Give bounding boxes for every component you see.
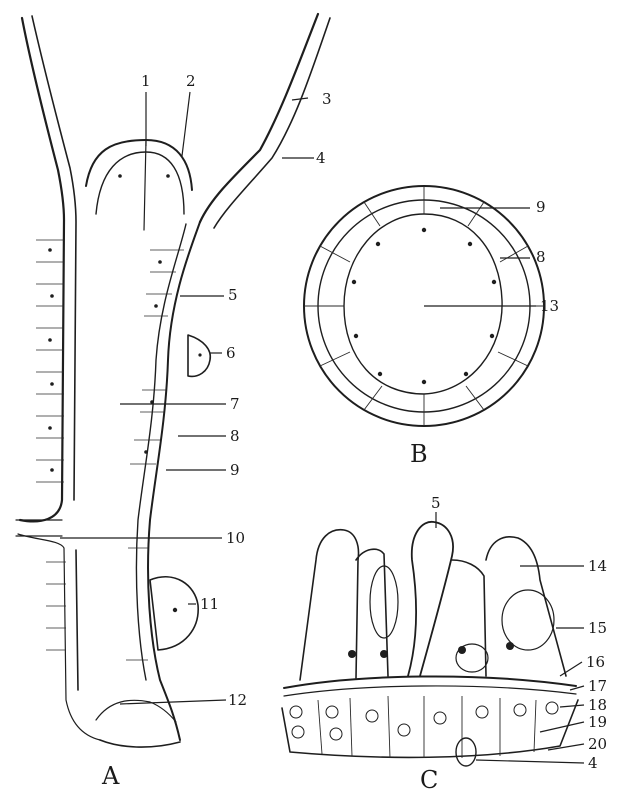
label-b-13: 13	[540, 297, 559, 315]
label-c-5: 5	[431, 494, 441, 512]
label-a-7: 7	[230, 395, 240, 413]
label-c-19: 19	[588, 713, 607, 731]
label-a-11: 11	[200, 595, 219, 613]
label-a-5: 5	[228, 286, 238, 304]
panel-a-title: A	[101, 762, 120, 790]
label-a-3: 3	[322, 90, 332, 108]
label-c-17: 17	[588, 677, 607, 695]
label-a-1: 1	[141, 72, 151, 90]
label-a-10: 10	[226, 529, 245, 547]
label-a-4: 4	[316, 149, 326, 167]
label-c-18: 18	[588, 696, 607, 714]
label-c-4: 4	[588, 754, 598, 772]
label-a-2: 2	[186, 72, 196, 90]
panel-b-title: B	[410, 440, 428, 468]
panel-c-title: C	[420, 766, 438, 794]
label-c-14: 14	[588, 557, 607, 575]
label-c-20: 20	[588, 735, 607, 753]
panel-b-cross-section: 9 8 13 B	[304, 186, 559, 468]
label-c-15: 15	[588, 619, 607, 637]
label-c-16: 16	[586, 653, 605, 671]
label-b-9: 9	[536, 198, 546, 216]
panel-c-cell-detail: 5 14 15 16 17 18 19 20 4 C	[282, 494, 607, 794]
label-a-9: 9	[230, 461, 240, 479]
label-a-6: 6	[226, 344, 236, 362]
panel-a-longitudinal-section: 1 2 3 4 5 6 7 8 9 10 11 12 A	[16, 14, 332, 790]
label-a-8: 8	[230, 427, 240, 445]
label-a-12: 12	[228, 691, 247, 709]
label-b-8: 8	[536, 248, 546, 266]
